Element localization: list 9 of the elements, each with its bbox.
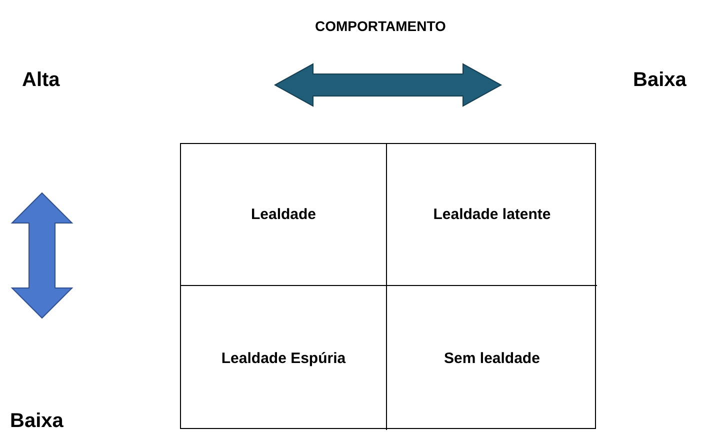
- cell-label: Lealdade: [250, 206, 316, 223]
- cell-label: Sem lealdade: [444, 350, 540, 366]
- axis-label: Baixa: [633, 69, 686, 92]
- axis-label: Alta: [22, 69, 60, 92]
- cell-label: Lealdade latente: [433, 206, 551, 223]
- axis-label: COMPORTAMENTO: [315, 18, 446, 34]
- axis-label: Baixa: [10, 410, 64, 433]
- cell-label: Lealdade Espúria: [221, 350, 346, 366]
- matrix-cell: [181, 144, 387, 286]
